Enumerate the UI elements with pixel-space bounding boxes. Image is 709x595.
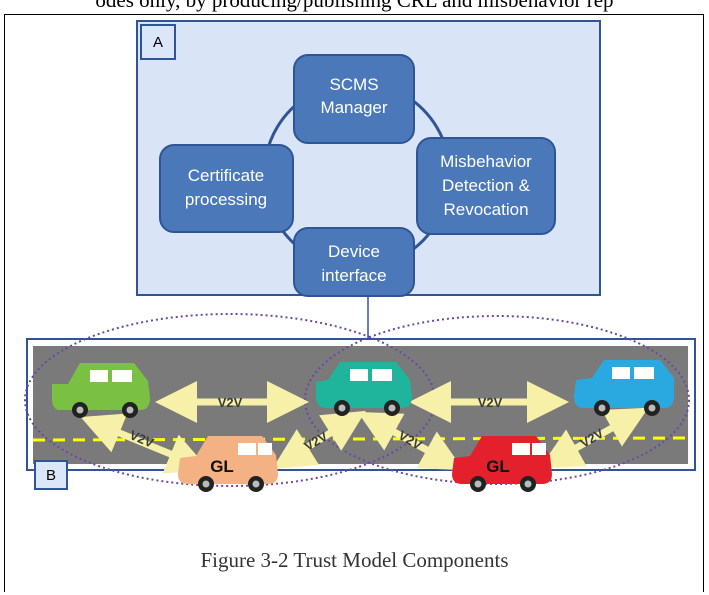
- certificate-processing-line-2: processing: [185, 190, 267, 209]
- certificate-processing-line-1: Certificate: [188, 166, 265, 185]
- misbehavior-line-3: Revocation: [443, 200, 528, 219]
- v2v-arrow: [80, 413, 210, 474]
- car-teal-icon: [316, 362, 412, 416]
- scms-manager-line-1: SCMS: [329, 75, 378, 94]
- figure-frame: [4, 14, 704, 592]
- scms-manager-node: [293, 54, 415, 144]
- device-interface-line-1: Device: [328, 242, 380, 261]
- v2v-arrow: [272, 410, 366, 470]
- misbehavior-line-1: Misbehavior: [440, 152, 532, 171]
- device-interface-line-2: interface: [321, 266, 386, 285]
- v2v-label: V2V: [478, 395, 503, 410]
- car-green-icon: [52, 363, 150, 418]
- car-gl-label: GL: [486, 457, 510, 476]
- panel-a-label: A: [140, 24, 176, 60]
- car-gl-label: GL: [210, 457, 234, 476]
- car-blue-icon: [574, 360, 674, 416]
- figure-caption: Figure 3-2 Trust Model Components: [200, 548, 509, 572]
- certificate-processing-node: [159, 144, 294, 233]
- v2v-label: V2V: [218, 395, 243, 410]
- v2v-arrow: [357, 411, 464, 471]
- misbehavior-detection-node: [416, 137, 556, 235]
- car-red-icon: [452, 436, 552, 492]
- panel-b-label: B: [34, 460, 68, 490]
- header-fragment: odes only, by producing/publishing CRL a…: [95, 0, 614, 12]
- scms-manager-line-2: Manager: [320, 98, 387, 117]
- v2v-arrow: [539, 407, 649, 469]
- misbehavior-line-2: Detection &: [442, 176, 531, 195]
- car-peach-icon: [178, 436, 278, 492]
- device-interface-node: [293, 227, 415, 297]
